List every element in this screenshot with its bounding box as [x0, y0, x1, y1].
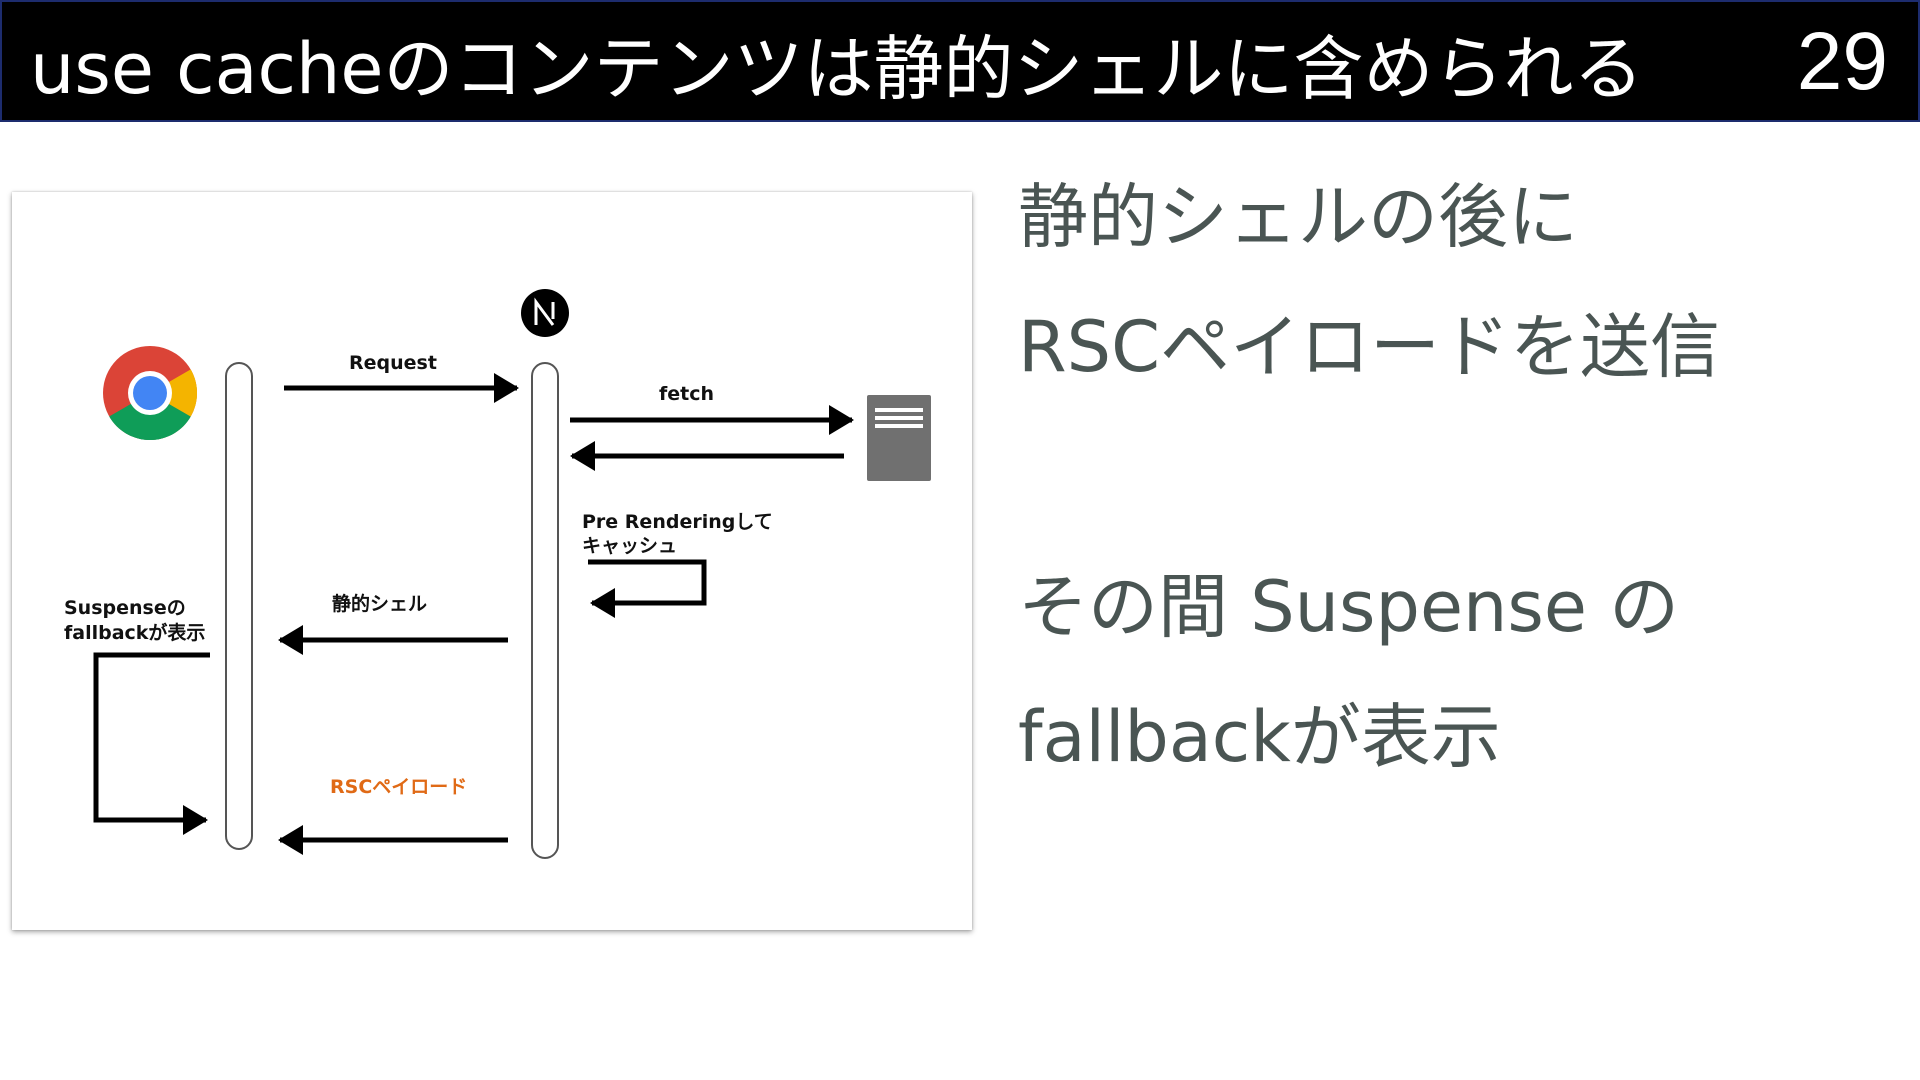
sequence-diagram-svg: Request fetch Pre Renderingして キャッシュ 静的シェ… — [64, 289, 931, 859]
prerender-label-line1: Pre Renderingして — [582, 511, 773, 533]
prerender-label-line2: キャッシュ — [582, 535, 677, 557]
slide-title: use cacheのコンテンツは静的シェルに含められる — [30, 28, 1644, 110]
suspense-label-line2: fallbackが表示 — [64, 621, 205, 644]
document-server-icon — [867, 395, 931, 481]
sequence-diagram: Request fetch Pre Renderingして キャッシュ 静的シェ… — [12, 192, 972, 930]
slide-header: use cacheのコンテンツは静的シェルに含められる 29 — [0, 0, 1920, 122]
suspense-label-line1: Suspenseの — [64, 597, 186, 619]
chrome-icon — [103, 346, 197, 440]
request-label: Request — [349, 352, 437, 374]
suspense-fallback-arrow — [93, 652, 210, 835]
static-shell-label: 静的シェル — [332, 592, 427, 615]
side-text-line1: 静的シェルの後に — [1018, 176, 1578, 258]
side-text-line3: その間 Suspense の — [1018, 566, 1680, 648]
browser-lifeline — [225, 362, 253, 850]
rsc-payload-label: RSCペイロード — [330, 776, 467, 798]
side-text-line4: fallbackが表示 — [1018, 696, 1501, 778]
page-number: 29 — [1796, 16, 1888, 107]
prerender-loop-arrow — [588, 559, 707, 618]
fetch-label: fetch — [659, 383, 714, 405]
nextjs-icon — [521, 289, 569, 337]
server-lifeline — [531, 362, 559, 859]
side-text-line2: RSCペイロードを送信 — [1018, 306, 1720, 388]
